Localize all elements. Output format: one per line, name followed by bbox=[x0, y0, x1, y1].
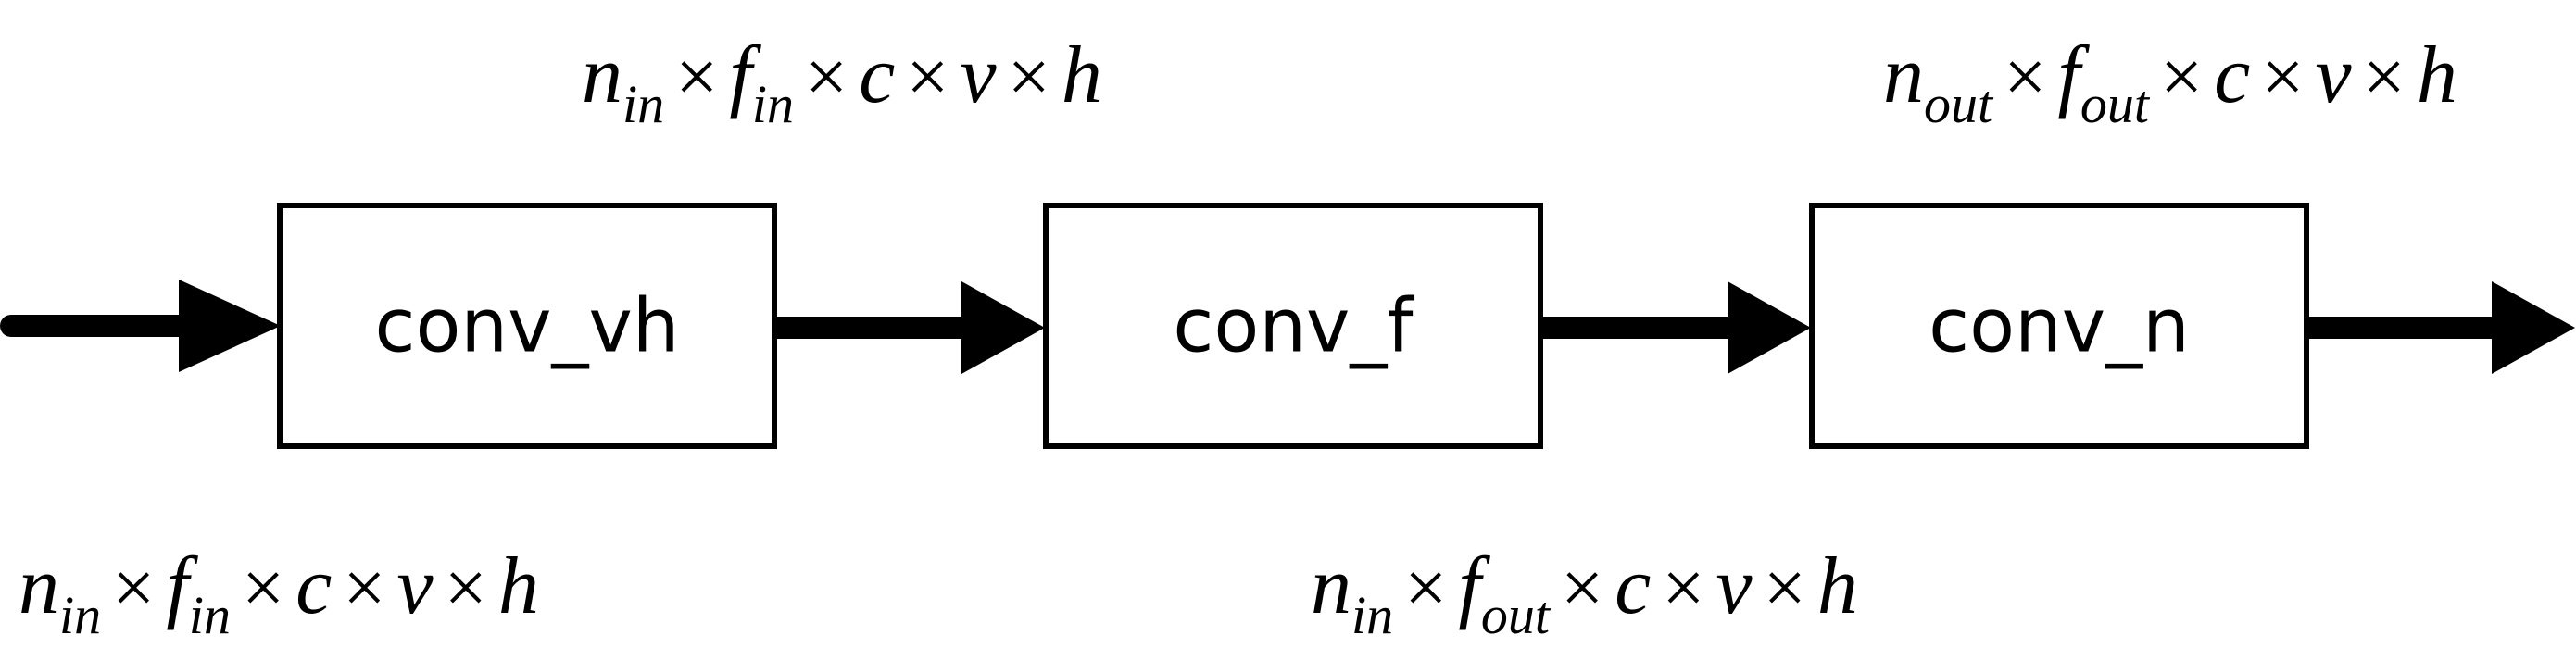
arrow-input bbox=[0, 280, 281, 372]
shape-token: v bbox=[1716, 542, 1753, 631]
shape-token: v bbox=[961, 31, 998, 120]
shape-token: × bbox=[2261, 34, 2304, 118]
shape-output-label: nout×fout×c×v×h bbox=[1883, 31, 2457, 134]
shape-token: n bbox=[19, 542, 59, 631]
shape-token: out bbox=[1481, 585, 1552, 645]
shape-token: × bbox=[1404, 545, 1447, 629]
shape-token: × bbox=[906, 34, 949, 118]
shape-token: × bbox=[675, 34, 718, 118]
shape-token: out bbox=[1924, 74, 1994, 134]
shape-token: v bbox=[397, 542, 434, 631]
shape-token: n bbox=[1883, 31, 1924, 120]
shape-after-conv-f-label: nin×fout×c×v×h bbox=[1311, 542, 1858, 645]
shape-token: in bbox=[622, 74, 664, 134]
shape-token: × bbox=[343, 545, 385, 629]
shape-token: × bbox=[445, 545, 487, 629]
shape-token: in bbox=[189, 585, 231, 645]
shape-token: n bbox=[1311, 542, 1351, 631]
shape-token: × bbox=[2160, 34, 2203, 118]
shape-token: out bbox=[2080, 74, 2151, 134]
shape-token: h bbox=[2417, 31, 2457, 120]
shape-token: × bbox=[112, 545, 155, 629]
shape-token: c bbox=[2214, 31, 2250, 120]
shape-token: in bbox=[59, 585, 101, 645]
shape-token: v bbox=[2316, 31, 2353, 120]
shape-after-conv-vh-label: nin×fin×c×v×h bbox=[582, 31, 1102, 134]
shape-token: h bbox=[498, 542, 539, 631]
shape-token: × bbox=[242, 545, 284, 629]
shape-token: c bbox=[1615, 542, 1651, 631]
shape-token: c bbox=[859, 31, 895, 120]
block-conv-vh: conv_vh bbox=[277, 203, 777, 449]
shape-token: × bbox=[2363, 34, 2406, 118]
block-conv-n: conv_n bbox=[1809, 203, 2309, 449]
shape-token: × bbox=[1561, 545, 1603, 629]
shape-token: n bbox=[582, 31, 622, 120]
shape-token: in bbox=[1351, 585, 1393, 645]
arrow-output bbox=[2309, 281, 2575, 374]
shape-token: × bbox=[1764, 545, 1806, 629]
shape-token: × bbox=[805, 34, 848, 118]
shape-token: × bbox=[1008, 34, 1050, 118]
shape-token: × bbox=[1662, 545, 1704, 629]
shape-token: h bbox=[1817, 542, 1858, 631]
block-label: conv_n bbox=[1929, 283, 2190, 369]
block-label: conv_vh bbox=[374, 283, 679, 369]
arrow-vh-to-f bbox=[777, 281, 1045, 374]
arrow-f-to-n bbox=[1543, 281, 1811, 374]
shape-token: c bbox=[295, 542, 332, 631]
block-conv-f: conv_f bbox=[1043, 203, 1543, 449]
shape-token: in bbox=[752, 74, 794, 134]
shape-input-label: nin×fin×c×v×h bbox=[19, 542, 539, 645]
shape-token: × bbox=[2004, 34, 2046, 118]
block-label: conv_f bbox=[1173, 283, 1414, 369]
shape-token: h bbox=[1062, 31, 1102, 120]
